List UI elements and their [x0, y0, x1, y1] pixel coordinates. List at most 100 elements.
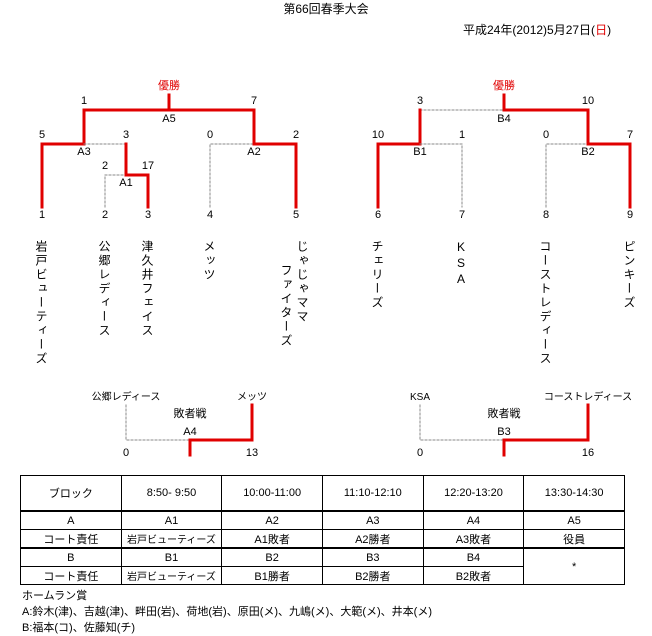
cell-a-1: A1 — [120, 510, 223, 530]
cell-a-court: コート責任 — [20, 529, 122, 549]
team-number-9: 9 — [626, 209, 634, 221]
header-block: ブロック — [20, 475, 122, 512]
a2-score-right: 2 — [292, 129, 300, 141]
homerun-line-b: B:福本(コ)、佐藤知(チ) — [22, 622, 136, 634]
a3-code: A3 — [77, 146, 91, 158]
team-name-5a: じゃじゃママ — [295, 240, 309, 324]
date-prefix: 平成24年(2012)5月27日( — [463, 23, 596, 37]
line-b1-win — [376, 142, 422, 209]
team-name-1: 岩戸ビューティーズ — [34, 240, 48, 366]
cell-b-court: コート責任 — [20, 566, 122, 585]
b3-score-left: 0 — [416, 447, 424, 459]
b1-score-right: 1 — [458, 129, 466, 141]
b4-code: B4 — [497, 113, 511, 125]
team-number-2: 2 — [101, 209, 109, 221]
a5-score-right: 7 — [250, 95, 258, 107]
cell-b-5: * — [523, 547, 625, 585]
line-a4-win — [188, 403, 254, 457]
b2-code: B2 — [581, 146, 595, 158]
line-b1-lose — [419, 143, 463, 208]
cell-b-2-team: B1勝者 — [221, 566, 323, 585]
b1-score-left: 10 — [371, 129, 385, 141]
team-name-4: メッツ — [202, 240, 216, 282]
b3-consolation-label: 敗者戦 — [487, 408, 521, 420]
team-number-8: 8 — [542, 209, 550, 221]
cell-a-5: A5 — [523, 510, 625, 530]
b3-code: B3 — [497, 426, 511, 438]
cell-a-block: A — [20, 510, 122, 530]
cell-a-2-team: A1敗者 — [221, 529, 323, 549]
cell-b-1-team: 岩戸ビューティーズ — [120, 566, 223, 585]
schedule-row-b-top: B B1 B2 B3 B4 * — [20, 547, 625, 585]
header-slot-3: 11:10-12:10 — [321, 475, 424, 512]
cell-a-3: A3 — [321, 510, 424, 530]
b2-score-left: 0 — [542, 129, 550, 141]
a1-score-right: 17 — [141, 160, 155, 172]
bracket-lines — [40, 93, 632, 457]
line-a1-win — [124, 173, 150, 209]
header-slot-5: 13:30-14:30 — [523, 475, 625, 512]
homerun-line-a: A:鈴木(津)、吉越(津)、畔田(岩)、荷地(岩)、原田(メ)、九嶋(メ)、大範… — [22, 606, 433, 618]
a5-code: A5 — [162, 113, 176, 125]
team-name-5b: ファイターズ — [279, 264, 293, 348]
a1-code: A1 — [119, 177, 133, 189]
line-a2-win — [252, 142, 298, 209]
cell-a-4: A4 — [422, 510, 525, 530]
line-a2-lose — [209, 143, 255, 208]
cell-a-2: A2 — [221, 510, 323, 530]
cell-b-4-team: B2敗者 — [422, 566, 525, 585]
cell-a-4-team: A3敗者 — [422, 529, 525, 549]
team-number-5: 5 — [292, 209, 300, 221]
schedule-table: ブロック 8:50- 9:50 10:00-11:00 11:10-12:10 … — [20, 475, 625, 585]
header-slot-1: 8:50- 9:50 — [120, 475, 223, 512]
team-number-3: 3 — [144, 209, 152, 221]
cell-b-3-team: B2勝者 — [321, 566, 424, 585]
cell-b-2: B2 — [221, 547, 323, 567]
b4-score-left: 3 — [416, 95, 424, 107]
header-slot-4: 12:20-13:20 — [422, 475, 525, 512]
line-b2-win — [586, 142, 632, 209]
champion-label-right: 優勝 — [493, 80, 515, 92]
date-day: 日 — [595, 23, 608, 37]
schedule-row-a-top: A A1 A2 A3 A4 A5 — [20, 510, 625, 530]
header-slot-2: 10:00-11:00 — [221, 475, 323, 512]
a4-team-right: メッツ — [237, 392, 267, 403]
a1-score-left: 2 — [101, 160, 109, 172]
a4-score-left: 0 — [122, 447, 130, 459]
line-b3-win — [502, 403, 590, 457]
a4-score-right: 13 — [245, 447, 259, 459]
event-date: 平成24年(2012)5月27日(日) — [463, 24, 611, 37]
team-number-4: 4 — [206, 209, 214, 221]
a5-score-left: 1 — [80, 95, 88, 107]
b3-team-left: KSA — [409, 392, 431, 403]
cell-b-4: B4 — [422, 547, 525, 567]
line-b4-win — [502, 108, 590, 146]
team-name-9: ピンキーズ — [622, 240, 636, 310]
cell-b-block: B — [20, 547, 122, 567]
a3-score-right: 3 — [122, 129, 130, 141]
team-number-7: 7 — [458, 209, 466, 221]
cell-b-3: B3 — [321, 547, 424, 567]
team-number-6: 6 — [374, 209, 382, 221]
line-a1-lose — [104, 174, 127, 208]
b2-score-right: 7 — [626, 129, 634, 141]
line-a3-win — [40, 108, 86, 209]
a4-code: A4 — [183, 426, 197, 438]
cell-b-1: B1 — [120, 547, 223, 567]
homerun-notes: ホームラン賞 A:鈴木(津)、吉越(津)、畔田(岩)、荷地(岩)、原田(メ)、九… — [22, 588, 432, 636]
a3-score-left: 5 — [38, 129, 46, 141]
a2-score-left: 0 — [206, 129, 214, 141]
schedule-row-b-bottom: コート責任 岩戸ビューティーズ B1勝者 B2勝者 B2敗者 — [20, 566, 625, 585]
team-number-1: 1 — [38, 209, 46, 221]
team-name-6: チェリーズ — [370, 240, 384, 310]
homerun-title: ホームラン賞 — [22, 590, 88, 602]
a4-team-left: 公郷レディース — [91, 392, 161, 403]
schedule-row-a-bottom: コート責任 岩戸ビューティーズ A1敗者 A2勝者 A3敗者 役員 — [20, 529, 625, 549]
b3-team-right: コーストレディース — [543, 392, 633, 403]
cell-a-5-team: 役員 — [523, 529, 625, 549]
schedule-header-row: ブロック 8:50- 9:50 10:00-11:00 11:10-12:10 … — [20, 475, 625, 512]
cell-a-3-team: A2勝者 — [321, 529, 424, 549]
a4-consolation-label: 敗者戦 — [173, 408, 207, 420]
b4-score-right: 10 — [581, 95, 595, 107]
line-b2-lose — [545, 143, 589, 208]
